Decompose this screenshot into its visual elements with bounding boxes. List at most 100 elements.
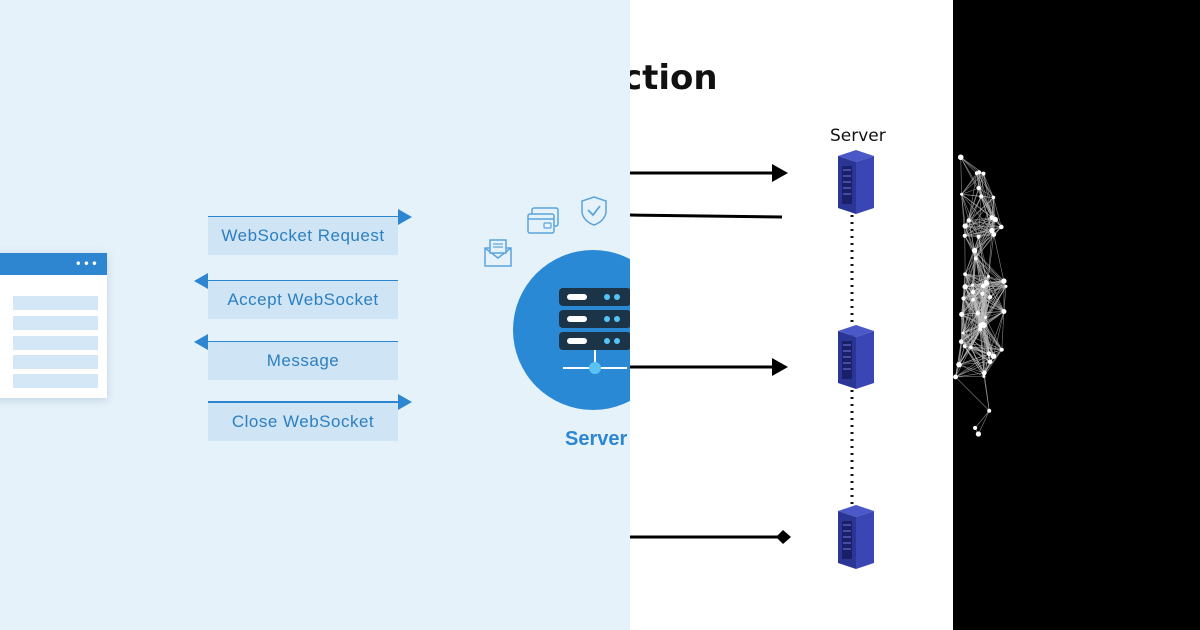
server-label: Server: [565, 428, 628, 450]
network-edge: [962, 293, 983, 334]
network-node: [991, 232, 997, 237]
network-edge: [968, 217, 992, 221]
network-node: [971, 283, 974, 287]
network-node: [957, 154, 964, 161]
message-accept-websocket: Accept WebSocket: [208, 281, 398, 319]
network-edge: [964, 225, 975, 251]
network-edge: [964, 273, 983, 294]
network-edge: [970, 347, 1002, 350]
network-node: [991, 195, 996, 200]
server-tower-icon: [838, 150, 874, 214]
network-edge: [964, 196, 982, 236]
network-node: [970, 289, 976, 295]
network-edge: [955, 372, 985, 378]
network-node: [986, 274, 990, 278]
browser-content-row: [13, 374, 98, 388]
browser-dots-icon: •••: [74, 257, 99, 271]
network-edge: [962, 332, 991, 363]
network-node: [969, 345, 973, 350]
network-node: [976, 185, 981, 191]
network-edge: [958, 355, 994, 365]
network-edge: [974, 217, 993, 251]
network-node: [962, 284, 968, 290]
network-edge: [975, 258, 1005, 282]
network-edge: [975, 230, 993, 259]
browser-content-row: [13, 316, 98, 330]
network-edge: [985, 281, 1005, 312]
network-node: [973, 256, 978, 261]
network-edge: [964, 217, 992, 237]
network-edge: [978, 187, 994, 198]
network-node: [981, 171, 986, 176]
browser-title-bar: •••: [0, 253, 107, 275]
network-edge: [983, 173, 993, 218]
network-node: [956, 361, 962, 368]
network-edge: [978, 196, 982, 237]
network-edge: [976, 173, 980, 189]
network-edge: [979, 329, 1003, 350]
network-edge: [982, 293, 985, 326]
network-edge: [964, 346, 985, 377]
network-edge: [988, 311, 1005, 354]
network-edge: [978, 410, 990, 435]
network-node: [989, 215, 995, 221]
network-edge: [978, 187, 993, 218]
network-edge: [993, 197, 1002, 228]
network-edge: [963, 298, 1005, 312]
network-edge: [962, 313, 978, 334]
network-edge: [1003, 286, 1007, 312]
credit-card-icon: [527, 207, 559, 234]
network-edge: [965, 273, 1004, 282]
network-edge: [984, 349, 1003, 374]
network-edge: [983, 173, 994, 198]
network-node: [962, 344, 967, 349]
network-edge: [961, 194, 966, 226]
network-node: [988, 295, 993, 300]
network-node: [980, 291, 985, 296]
network-node: [971, 247, 978, 254]
network-edge: [965, 225, 1002, 228]
network-edge: [983, 286, 1007, 326]
network-edge: [961, 187, 979, 195]
network-edge: [962, 328, 981, 334]
network-edge: [960, 157, 962, 195]
network-edge: [988, 230, 993, 277]
network-node: [959, 311, 965, 317]
server-circle: [513, 250, 630, 410]
server-label: Server: [830, 126, 886, 146]
network-edge: [988, 276, 1005, 282]
network-edge: [968, 220, 975, 251]
network-node: [961, 296, 966, 301]
browser-content-row: [13, 296, 98, 310]
network-edge: [974, 230, 993, 251]
network-edge: [965, 225, 993, 231]
network-edge: [961, 293, 983, 315]
message-message: Message: [208, 342, 398, 380]
network-edge: [955, 376, 990, 411]
network-node: [976, 170, 982, 175]
network-edge: [961, 172, 980, 195]
network-edge: [964, 236, 979, 275]
network-node: [975, 310, 980, 316]
network-edge: [978, 173, 984, 189]
network-node: [973, 425, 978, 431]
network-node: [981, 370, 987, 376]
network-node: [979, 194, 984, 199]
network-node: [962, 223, 968, 229]
arrow-right-icon: [208, 394, 412, 410]
network-node: [983, 280, 989, 285]
network-edge: [1001, 311, 1005, 350]
network-edge: [983, 372, 990, 411]
network-node: [960, 192, 964, 196]
network-edge: [974, 410, 990, 429]
server-tower-icon: [838, 325, 874, 389]
arrow-head-icon: [772, 164, 788, 182]
network-edge: [989, 286, 1007, 298]
network-edge: [975, 258, 989, 277]
connection-lines: [630, 150, 874, 569]
network-edge: [974, 250, 987, 283]
network-edge: [961, 193, 982, 197]
network-edge: [958, 364, 985, 377]
network-edge: [958, 364, 985, 374]
network-node: [971, 297, 975, 302]
